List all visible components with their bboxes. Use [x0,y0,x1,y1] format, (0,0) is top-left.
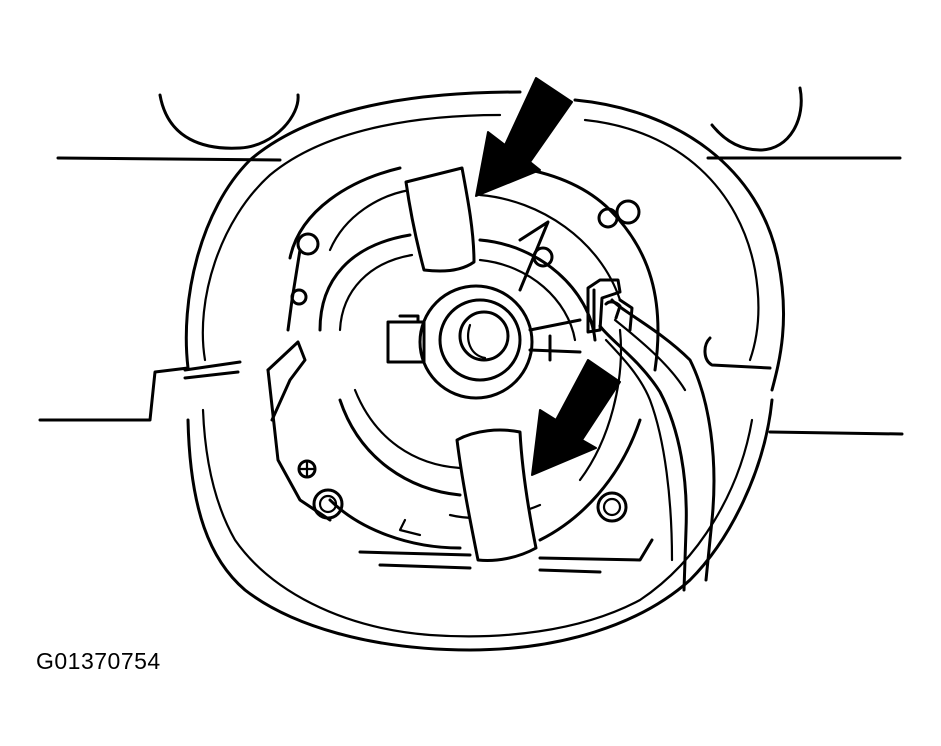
upper-arrow-icon [475,77,573,197]
upper-locking-tab [404,166,476,273]
lower-arrow-icon [531,359,621,476]
column-shroud-outline [38,86,904,436]
figure-id-label: G01370754 [36,648,161,674]
lower-locking-tab [455,428,538,562]
center-hub [386,284,582,400]
wiring-connector [586,278,716,592]
mounting-holes [290,199,641,523]
steering-wheel-hub [183,90,786,652]
